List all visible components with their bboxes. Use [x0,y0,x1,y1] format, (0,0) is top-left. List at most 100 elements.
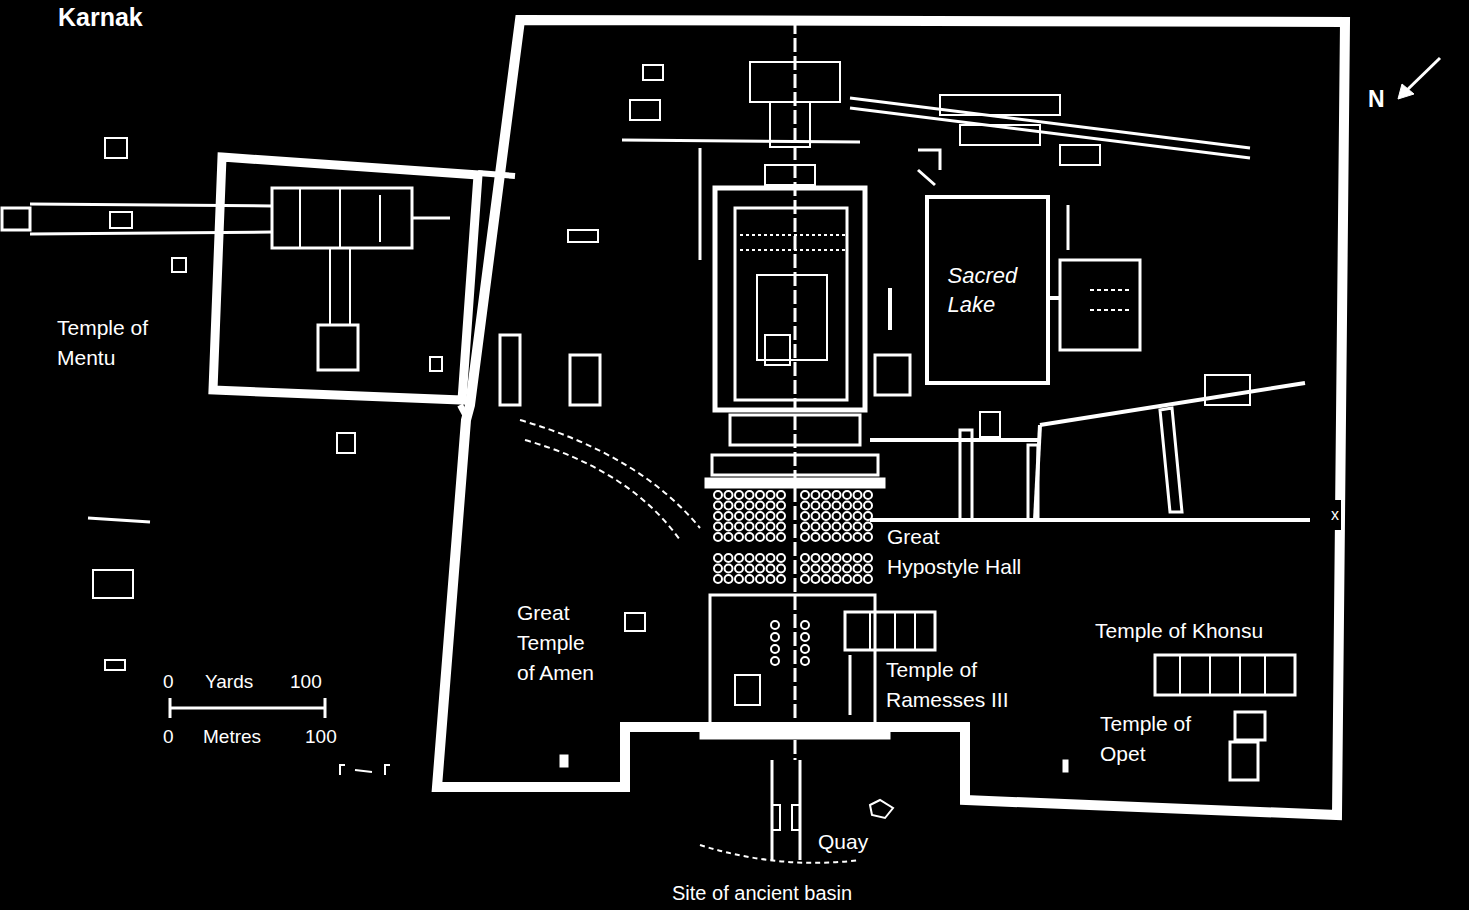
column [801,533,809,541]
column [735,523,743,531]
column [854,491,862,499]
column [833,554,841,562]
scale-number: 100 [288,667,324,697]
column [843,491,851,499]
column [756,502,764,510]
hall-label: Great Hypostyle Hall [885,522,1034,582]
column [756,491,764,499]
column [735,512,743,520]
temple-label: Temple of Khonsu [1093,616,1265,646]
column [767,512,775,520]
column [714,523,722,531]
column [714,554,722,562]
column [843,554,851,562]
column [812,512,820,520]
column [822,533,830,541]
column [767,533,775,541]
column [812,533,820,541]
column [725,565,733,573]
column [714,575,722,583]
column [822,565,830,573]
column [746,512,754,520]
temple-label: Temple of Opet [1098,709,1202,769]
column [777,502,785,510]
column [735,554,743,562]
sacred-lake: Sacred Lake [925,195,1050,385]
column [812,502,820,510]
column [801,502,809,510]
column [864,565,872,573]
column [822,575,830,583]
column [833,565,841,573]
column [801,633,809,641]
column [714,512,722,520]
site-label: Site of ancient basin [670,878,854,908]
column [854,554,862,562]
column [767,575,775,583]
column [756,533,764,541]
temple-wall [715,188,865,410]
lake-label: Sacred Lake [948,261,1028,319]
column [725,523,733,531]
column [777,523,785,531]
column [735,502,743,510]
column [843,523,851,531]
column [843,533,851,541]
scale-number: 100 [303,722,339,752]
column [801,491,809,499]
scale-unit: Yards [203,667,255,697]
column [767,523,775,531]
column [854,533,862,541]
scale-number: 0 [161,667,176,697]
column [843,575,851,583]
column [756,512,764,520]
column [864,575,872,583]
column [833,491,841,499]
column [746,533,754,541]
column [714,533,722,541]
temple-label: Temple of Ramesses III [884,655,1022,715]
column [801,621,809,629]
column [746,575,754,583]
column [833,533,841,541]
column [854,512,862,520]
column [801,512,809,520]
column [833,523,841,531]
column [771,645,779,653]
temple-label: Great Temple of Amen [515,598,605,688]
column [812,523,820,531]
column [833,502,841,510]
column [833,575,841,583]
column [767,491,775,499]
map-title: Karnak [56,2,145,32]
column [801,523,809,531]
column [864,512,872,520]
column [714,565,722,573]
column [725,575,733,583]
column [822,523,830,531]
column [767,554,775,562]
column [756,523,764,531]
column [746,554,754,562]
column [801,575,809,583]
scale-unit: Metres [201,722,263,752]
column [777,491,785,499]
column [746,565,754,573]
column [864,554,872,562]
column [725,491,733,499]
column [771,633,779,641]
column [777,533,785,541]
column [735,565,743,573]
column [801,554,809,562]
scale-bar [170,707,325,710]
column [854,502,862,510]
column [735,491,743,499]
column [843,502,851,510]
column [801,565,809,573]
column [735,533,743,541]
column [812,575,820,583]
column [864,491,872,499]
column [864,533,872,541]
column [854,523,862,531]
